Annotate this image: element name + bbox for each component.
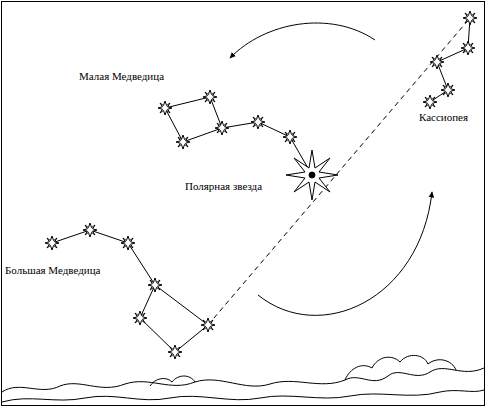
- constellation-label: Большая Медведица: [4, 264, 101, 277]
- star-label: Полярная звезда: [184, 180, 263, 193]
- horizon-clouds: [2, 355, 484, 402]
- constellation-lines: [52, 18, 470, 352]
- polaris: [286, 150, 338, 200]
- constellation-label: Кассиопея: [418, 111, 469, 124]
- rotation-arrow: [230, 23, 375, 58]
- stars: [45, 11, 477, 359]
- constellation-label: Малая Медведица: [78, 70, 165, 83]
- rotation-arrow: [258, 192, 432, 315]
- pointer-line: [208, 18, 470, 325]
